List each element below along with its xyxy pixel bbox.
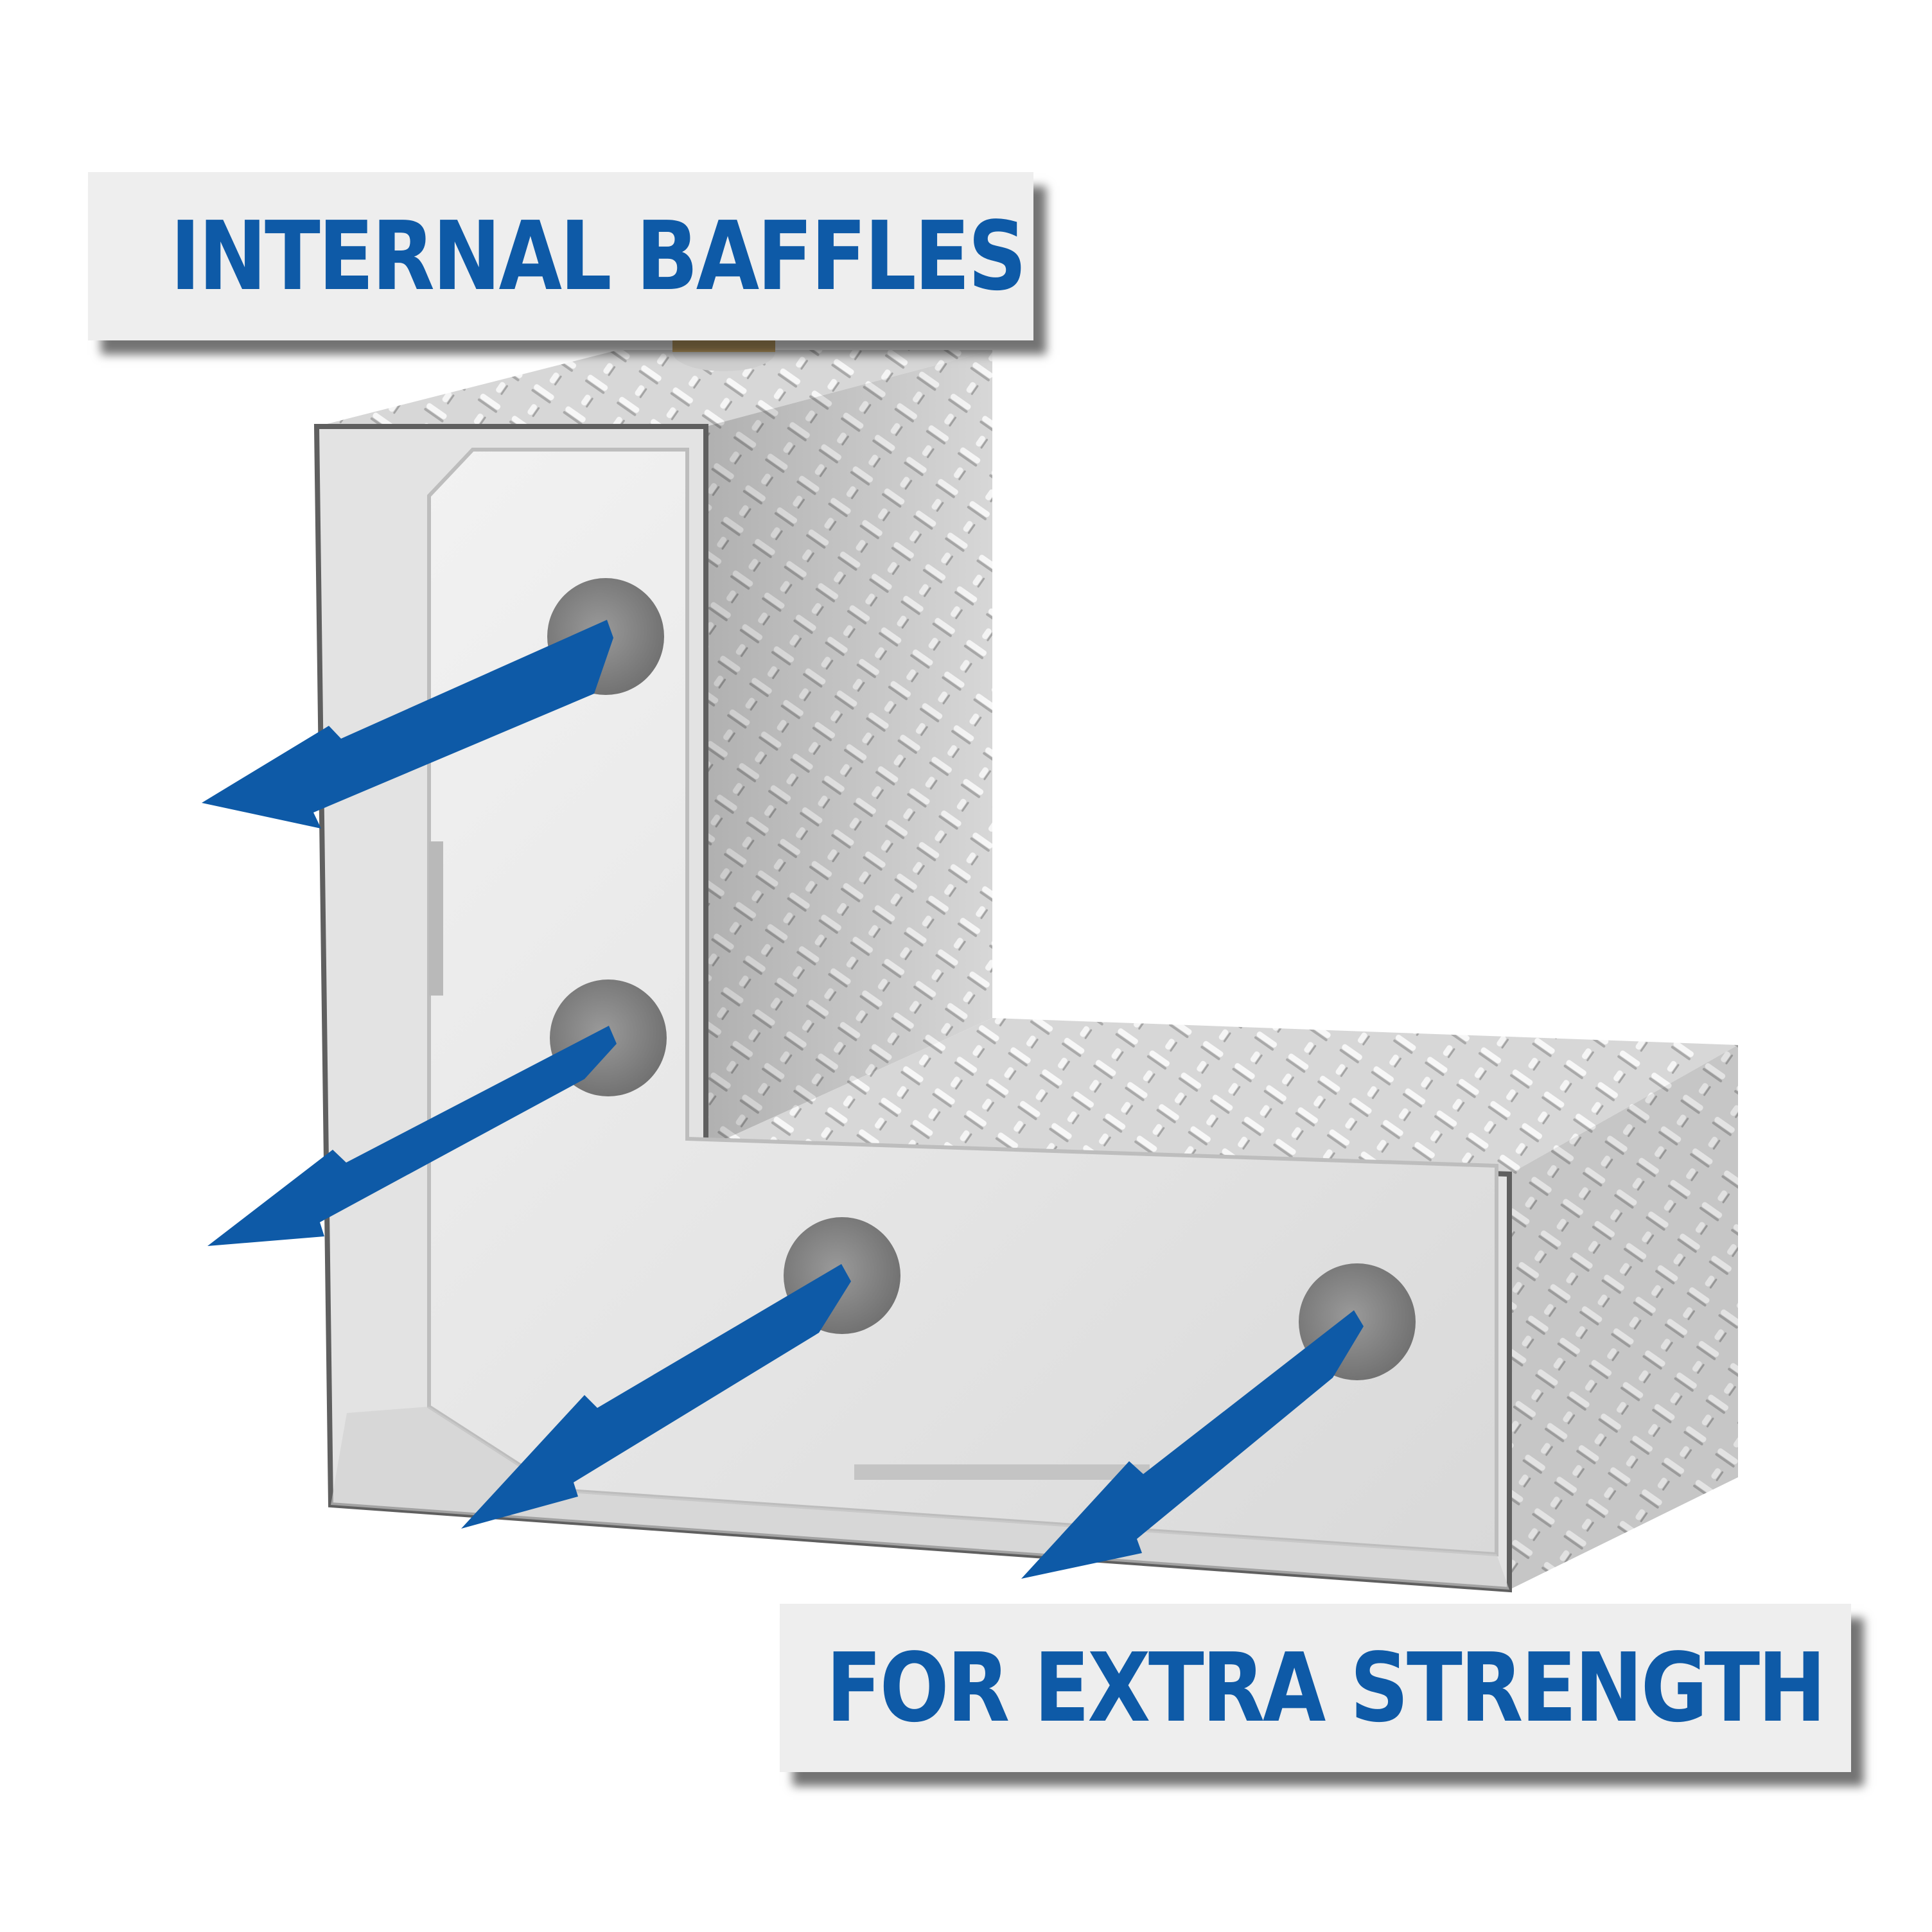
right-end-wall [1509, 1045, 1738, 1590]
baffle-slot [429, 841, 443, 996]
subline-text: FOR EXTRA STRENGTH [826, 1633, 1826, 1743]
pointer-arrow-icon [207, 1026, 617, 1246]
top-lid [317, 350, 992, 426]
subline-banner: FOR EXTRA STRENGTH [780, 1604, 1851, 1772]
headline-banner: INTERNAL BAFFLES [88, 172, 1033, 340]
baffle-slot [854, 1464, 1150, 1480]
pointer-arrow-icon [461, 1264, 851, 1529]
lower-lid [706, 1018, 1738, 1174]
headline-text: INTERNAL BAFFLES [170, 201, 1027, 312]
pointer-arrow-icon [1021, 1310, 1364, 1579]
pointer-arrow-icon [202, 620, 613, 829]
